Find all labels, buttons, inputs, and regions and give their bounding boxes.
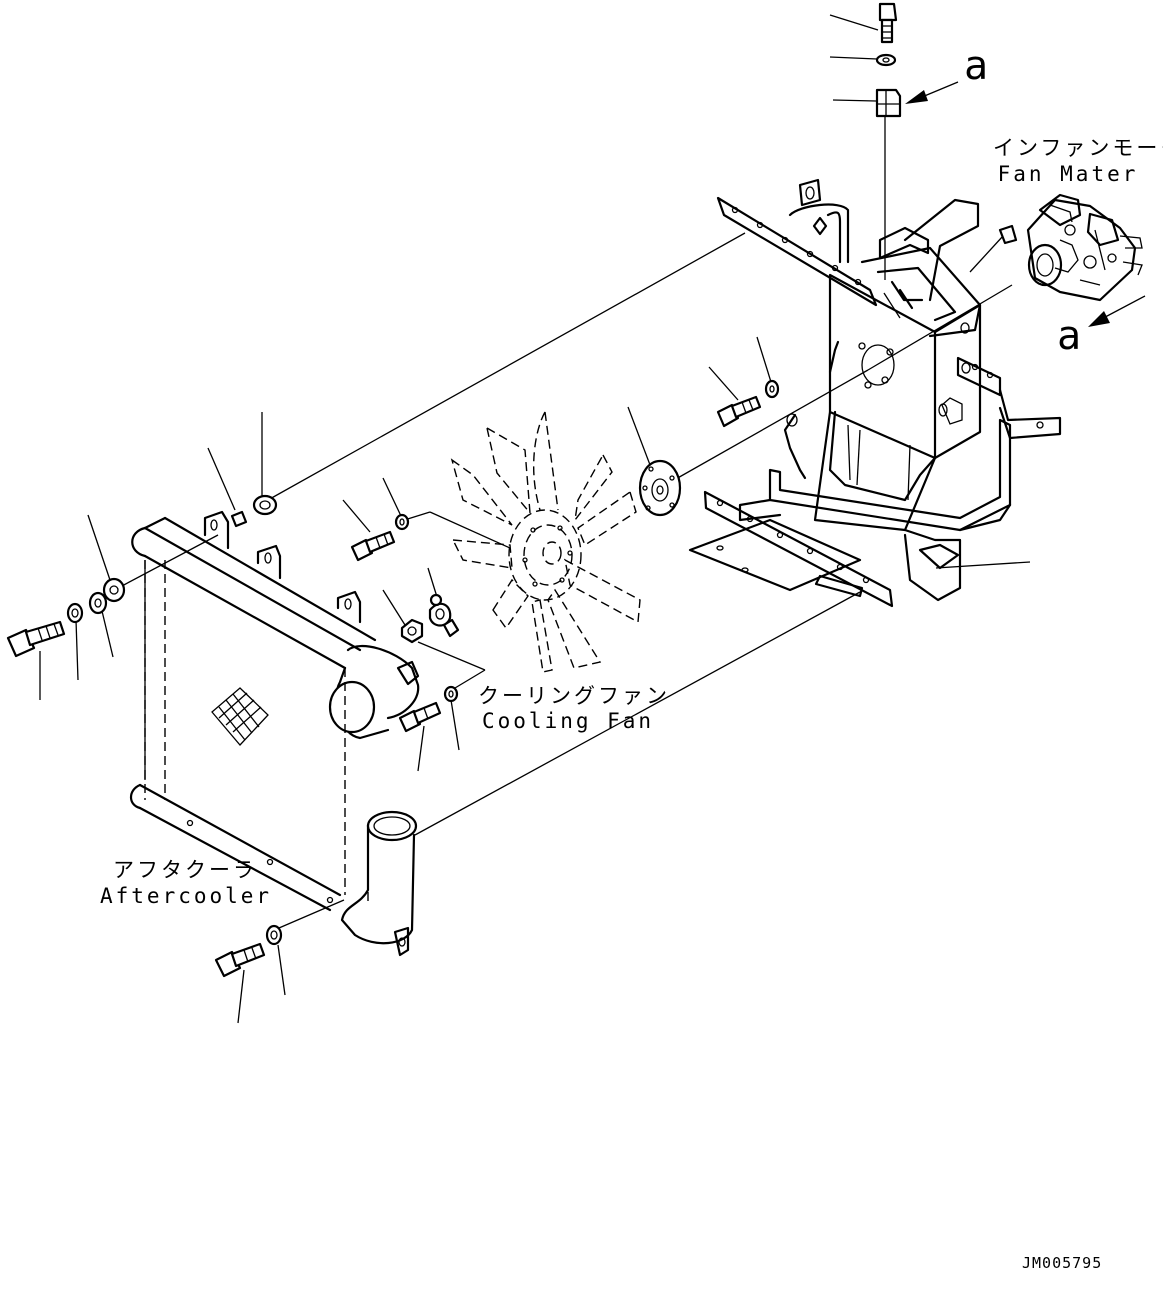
aftercooler-core [129,510,420,957]
fan-frame-bracket [688,178,1062,608]
cooling-fan-label-jp: クーリングファン [478,684,670,708]
fan-motor-label-en: Fan Mater [997,162,1139,186]
fan-motor [998,193,1143,302]
cooling-fan-label-en: Cooling Fan [482,709,655,733]
fan-hub-plate [638,459,682,517]
fan-motor-label-jp: インファンモータ [993,136,1163,160]
drawing-code: JM005795 [1022,1254,1103,1272]
cooling-fan-blades [450,411,641,673]
reference-arrows [905,81,1146,327]
reference-mark-a-top: a [964,43,989,89]
top-bolt-stack [875,2,902,118]
assembly-lines [119,115,1013,932]
reference-mark-a-right: a [1057,313,1082,359]
hardware [6,379,780,978]
aftercooler-label-jp: アフタクーラ [113,858,257,882]
leader-lines [39,14,1031,1024]
aftercooler-label-en: Aftercooler [100,884,273,908]
